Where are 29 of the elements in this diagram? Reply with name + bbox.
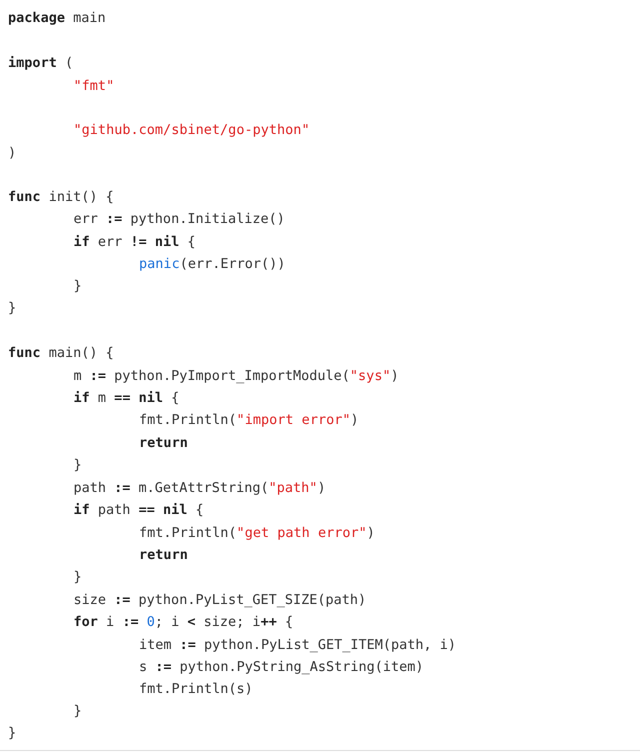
code-line: s := python.PyString_AsString(item): [139, 658, 424, 676]
code-line: m := python.PyImport_ImportModule("sys"): [74, 367, 399, 385]
code-line: return: [139, 434, 188, 452]
code-line: package main: [8, 9, 106, 27]
code-line: }: [74, 277, 82, 295]
code-line: fmt.Println("get path error"): [139, 524, 375, 542]
code-line: }: [74, 456, 82, 474]
code-line: if path == nil {: [74, 501, 204, 519]
code-line: }: [74, 568, 82, 586]
code-line: "fmt": [74, 77, 114, 95]
code-line: path := m.GetAttrString("path"): [74, 479, 326, 497]
code-line: import (: [8, 54, 74, 72]
code-line: }: [74, 702, 82, 720]
code-line: func init() {: [8, 188, 114, 206]
code-line: if m == nil {: [74, 389, 180, 407]
code-line: "github.com/sbinet/go-python": [74, 121, 310, 139]
code-line: err := python.Initialize(): [74, 210, 285, 228]
code-line: fmt.Println("import error"): [139, 411, 359, 429]
code-line: }: [8, 299, 16, 317]
code-line: item := python.PyList_GET_ITEM(path, i): [139, 636, 456, 654]
code-line: }: [8, 724, 16, 742]
code-line: func main() {: [8, 344, 114, 362]
code-line: ): [8, 144, 16, 162]
code-line: return: [139, 546, 188, 564]
code-line: panic(err.Error()): [139, 255, 286, 273]
code-line: if err != nil {: [74, 233, 196, 251]
code-line: fmt.Println(s): [139, 680, 253, 698]
code-line: size := python.PyList_GET_SIZE(path): [74, 591, 366, 609]
code-line: for i := 0; i < size; i++ {: [74, 613, 294, 631]
